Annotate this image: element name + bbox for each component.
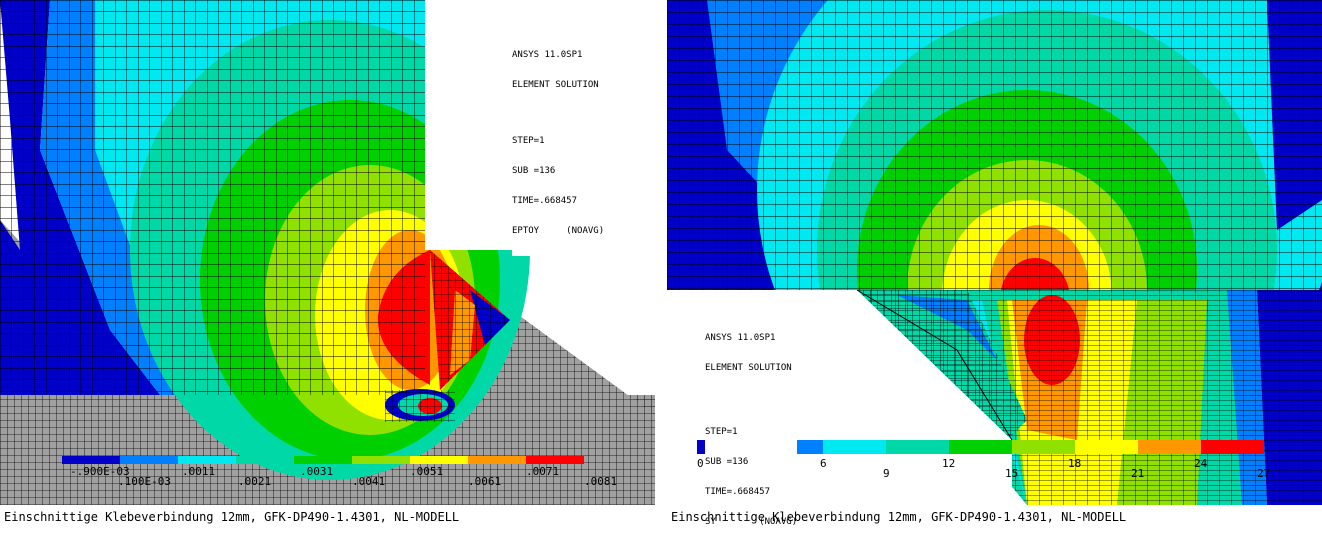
right-legend-label: 9 xyxy=(883,467,890,480)
right-legend-label: 27 xyxy=(1257,467,1270,480)
right-contour-plot-panel: 0 3 6 9 12 15 18 21 24 27 ANSYS 11.0SP1 … xyxy=(667,0,1322,547)
info-line: SUB =136 xyxy=(705,457,749,467)
left-legend-label: -.900E-03 xyxy=(70,465,130,478)
info-line: ELEMENT SOLUTION xyxy=(705,363,792,373)
left-contour-plot-panel: -.900E-03 .100E-03 .0011 .0021 .0031 .00… xyxy=(0,0,655,527)
right-legend-label: 15 xyxy=(1005,467,1018,480)
info-line: STEP=1 xyxy=(512,136,545,146)
right-legend-label: 18 xyxy=(1068,457,1081,470)
left-info-block: ANSYS 11.0SP1 ELEMENT SOLUTION STEP=1 SU… xyxy=(512,30,605,256)
left-adhesive-fillet xyxy=(385,250,510,422)
right-legend-label: 6 xyxy=(820,457,827,470)
left-legend-label: .0061 xyxy=(468,475,501,488)
right-legend-label: 12 xyxy=(942,457,955,470)
right-legend-label: 24 xyxy=(1194,457,1208,470)
info-line: ELEMENT SOLUTION xyxy=(512,80,599,90)
left-legend-label: .0071 xyxy=(526,465,559,478)
right-legend-label: 0 xyxy=(697,457,704,470)
left-fe-contour-plot: -.900E-03 .100E-03 .0011 .0021 .0031 .00… xyxy=(0,0,655,505)
info-line: ANSYS 11.0SP1 xyxy=(512,50,583,60)
info-line: ANSYS 11.0SP1 xyxy=(705,333,776,343)
info-line: TIME=.668457 xyxy=(705,487,771,497)
left-legend-label: .0011 xyxy=(182,465,215,478)
left-legend-label: .0051 xyxy=(410,465,443,478)
left-plate-contours xyxy=(0,0,655,480)
left-legend-label: .100E-03 xyxy=(118,475,171,488)
info-line: TIME=.668457 xyxy=(512,196,578,206)
right-fe-contour-plot: 0 3 6 9 12 15 18 21 24 27 xyxy=(667,0,1322,505)
left-legend-label: .0081 xyxy=(584,475,617,488)
left-legend-label: .0021 xyxy=(238,475,271,488)
left-color-legend: -.900E-03 .100E-03 .0011 .0021 .0031 .00… xyxy=(62,456,617,488)
info-line: SUB =136 xyxy=(512,166,556,176)
info-line: STEP=1 xyxy=(705,427,738,437)
left-legend-label: .0041 xyxy=(352,475,385,488)
right-legend-label: 21 xyxy=(1131,467,1144,480)
left-caption: Einschnittige Klebeverbindung 12mm, GFK-… xyxy=(4,510,460,524)
right-caption: Einschnittige Klebeverbindung 12mm, GFK-… xyxy=(671,510,1127,524)
info-line: EPTOY (NOAVG) xyxy=(512,226,605,236)
right-info-block: ANSYS 11.0SP1 ELEMENT SOLUTION STEP=1 SU… xyxy=(705,313,798,547)
left-legend-label: .0031 xyxy=(300,465,333,478)
info-line: SY (NOAVG) xyxy=(705,517,798,527)
